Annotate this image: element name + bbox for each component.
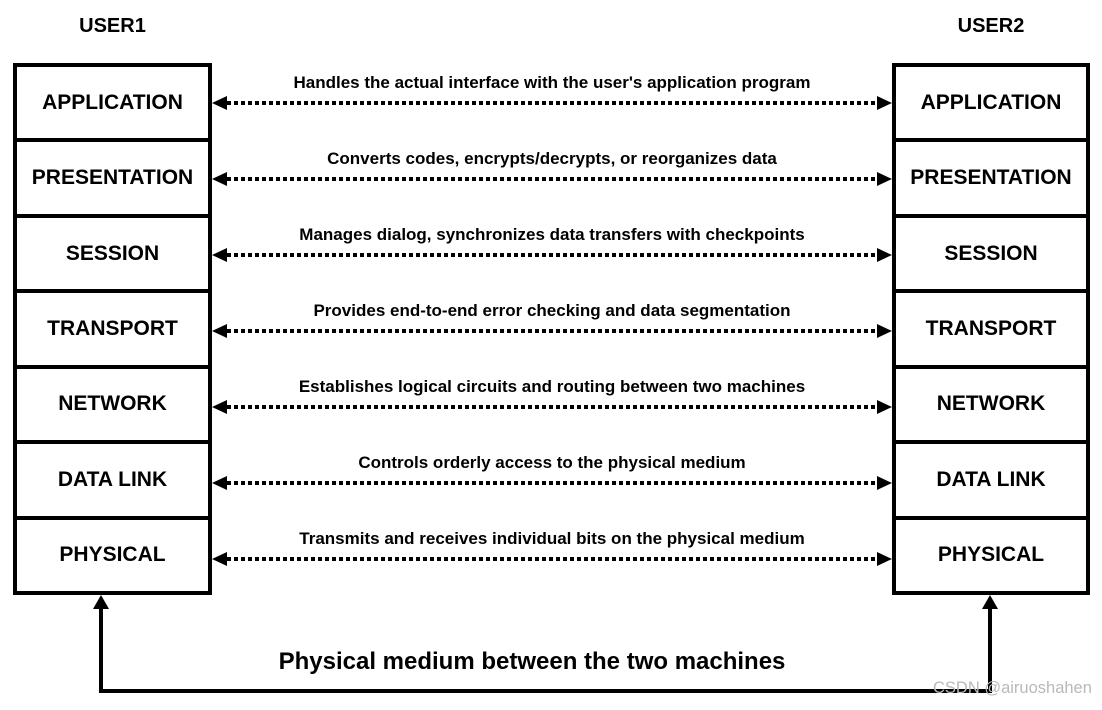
- osi-layer: PHYSICAL: [59, 543, 166, 567]
- arrowhead-left-icon: [212, 400, 227, 414]
- dashed-line: [227, 253, 877, 257]
- osi-layer: SESSION: [896, 218, 1086, 294]
- double-arrow: [212, 172, 892, 186]
- arrowhead-right-icon: [877, 476, 892, 490]
- up-arrowhead-icon: [93, 595, 109, 609]
- arrowhead-right-icon: [877, 172, 892, 186]
- osi-layer: PHYSICAL: [937, 543, 1045, 567]
- arrowhead-left-icon: [212, 172, 227, 186]
- connection-label: Converts codes, encrypts/decrypts, or re…: [327, 149, 777, 168]
- connection-label: Provides end-to-end error checking and d…: [313, 301, 791, 320]
- osi-layer: TRANSPORT: [17, 293, 208, 369]
- connection-application: Handles the actual interface with the us…: [212, 72, 892, 110]
- osi-layer: PRESENTATION: [17, 142, 208, 218]
- double-arrow: [212, 96, 892, 110]
- up-arrowhead-icon: [982, 595, 998, 609]
- osi-layer: APPLICATION: [896, 67, 1086, 143]
- dashed-line: [227, 177, 877, 181]
- physical-medium-line-right: [988, 606, 992, 693]
- osi-layer: NETWORK: [17, 369, 208, 445]
- osi-layer: DATA LINK: [17, 444, 208, 520]
- osi-layer: TRANSPORT: [896, 293, 1086, 369]
- connection-label: Controls orderly access to the physical …: [358, 453, 746, 472]
- physical-medium-label: Physical medium between the two machines: [278, 648, 786, 675]
- dashed-line: [227, 329, 877, 333]
- osi-layer: SESSION: [17, 218, 208, 294]
- dashed-line: [227, 405, 877, 409]
- osi-layer: PRESENTATION: [896, 142, 1086, 218]
- connection-presentation: Converts codes, encrypts/decrypts, or re…: [212, 148, 892, 186]
- dashed-line: [227, 557, 877, 561]
- connection-network: Establishes logical circuits and routing…: [212, 376, 892, 414]
- osi-layer: DATA LINK: [896, 444, 1086, 520]
- osi-stack-right: APPLICATION PRESENTATION SESSION TRANSPO…: [892, 63, 1090, 595]
- right-stack-title: USER2: [957, 15, 1025, 37]
- connection-label: Establishes logical circuits and routing…: [298, 377, 806, 396]
- arrowhead-right-icon: [877, 248, 892, 262]
- dashed-line: [227, 481, 877, 485]
- physical-medium-line-left: [99, 606, 103, 693]
- connection-physical: Transmits and receives individual bits o…: [212, 528, 892, 566]
- connection-label: Transmits and receives individual bits o…: [299, 529, 805, 548]
- arrowhead-left-icon: [212, 324, 227, 338]
- dashed-line: [227, 101, 877, 105]
- connection-data-link: Controls orderly access to the physical …: [212, 452, 892, 490]
- osi-layer: NETWORK: [896, 369, 1086, 445]
- arrowhead-left-icon: [212, 96, 227, 110]
- double-arrow: [212, 400, 892, 414]
- connection-label: Handles the actual interface with the us…: [293, 73, 811, 92]
- osi-stack-left: APPLICATION PRESENTATION SESSION TRANSPO…: [13, 63, 212, 595]
- left-stack-title: USER1: [79, 15, 146, 37]
- double-arrow: [212, 248, 892, 262]
- arrowhead-right-icon: [877, 400, 892, 414]
- arrowhead-right-icon: [877, 324, 892, 338]
- arrowhead-left-icon: [212, 476, 227, 490]
- physical-medium-line-bottom: [99, 689, 992, 693]
- arrowhead-right-icon: [877, 552, 892, 566]
- osi-layer: APPLICATION: [17, 67, 208, 143]
- arrowhead-right-icon: [877, 96, 892, 110]
- double-arrow: [212, 324, 892, 338]
- connection-session: Manages dialog, synchronizes data transf…: [212, 224, 892, 262]
- connection-label: Manages dialog, synchronizes data transf…: [299, 225, 805, 244]
- arrowhead-left-icon: [212, 552, 227, 566]
- double-arrow: [212, 552, 892, 566]
- arrowhead-left-icon: [212, 248, 227, 262]
- watermark: CSDN @airuoshahen: [933, 679, 1092, 697]
- connection-transport: Provides end-to-end error checking and d…: [212, 300, 892, 338]
- double-arrow: [212, 476, 892, 490]
